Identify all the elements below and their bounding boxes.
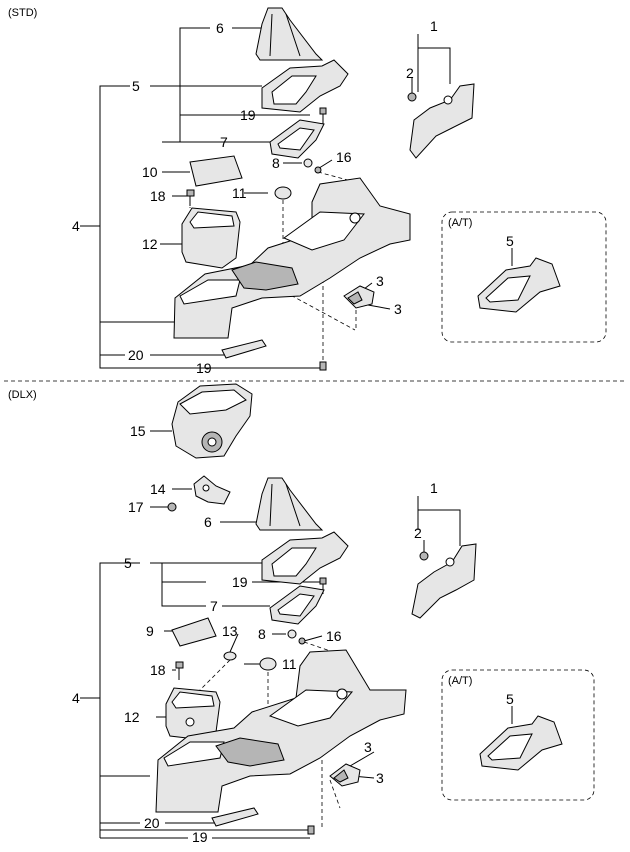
armrest-15 — [171, 383, 253, 459]
shift-panel-5-dlx — [261, 531, 349, 585]
screw-16-dlx — [298, 637, 306, 645]
callout-16-dlx: 16 — [326, 628, 342, 644]
clips-3-dlx — [329, 763, 361, 787]
screw-18-dlx — [175, 661, 184, 680]
pad-9 — [171, 617, 217, 647]
bolt-17 — [167, 502, 177, 512]
callout-8-std: 8 — [272, 155, 280, 171]
callout-1-std: 1 — [430, 18, 438, 34]
tray-12 — [181, 207, 241, 269]
at-label-dlx: (A/T) — [448, 675, 472, 687]
trim-7-dlx — [269, 585, 325, 625]
clip-2-dlx — [419, 551, 429, 561]
callout-20-dlx: 20 — [144, 815, 160, 831]
grommet-13 — [223, 651, 237, 661]
shift-panel-5 — [261, 59, 349, 113]
callout-17-dlx: 17 — [128, 499, 144, 515]
callout-16-std: 16 — [336, 149, 352, 165]
callout-3a-std: 3 — [376, 273, 384, 289]
trim-7 — [269, 119, 325, 159]
callout-12-std: 12 — [142, 236, 158, 252]
tray-12-dlx — [165, 687, 221, 741]
callout-11-dlx: 11 — [282, 656, 297, 672]
callout-19-std: 19 — [240, 107, 256, 123]
callout-2-std: 2 — [406, 65, 414, 81]
section-label-dlx: (DLX) — [8, 389, 37, 401]
callout-14-dlx: 14 — [150, 481, 166, 497]
callout-15-dlx: 15 — [130, 423, 146, 439]
at-label-std: (A/T) — [448, 217, 472, 229]
callout-6-std: 6 — [216, 20, 224, 36]
callout-20-std: 20 — [128, 347, 144, 363]
callout-5-std: 5 — [132, 78, 140, 94]
at-inset-std — [441, 211, 607, 343]
at-panel-5-dlx — [479, 715, 563, 771]
callout-19b-dlx: 19 — [192, 829, 208, 845]
callout-18-dlx: 18 — [150, 662, 166, 678]
console-4-dlx — [155, 649, 407, 813]
callout-12-dlx: 12 — [124, 709, 140, 725]
callout-4-std: 4 — [72, 218, 80, 234]
callout-13-dlx: 13 — [222, 623, 238, 639]
callout-8-dlx: 8 — [258, 626, 266, 642]
callout-19b-std: 19 — [196, 360, 212, 376]
callout-4-dlx: 4 — [72, 690, 80, 706]
callout-5-at-dlx: 5 — [506, 691, 514, 707]
bolt-19b — [319, 361, 327, 371]
bolt-19b-dlx — [307, 825, 315, 835]
section-label-std: (STD) — [8, 7, 37, 19]
mat-20 — [221, 339, 267, 359]
callout-2-dlx: 2 — [414, 525, 422, 541]
screw-16 — [314, 166, 322, 174]
mat-20-dlx — [211, 807, 259, 827]
callout-3b-std: 3 — [394, 301, 402, 317]
cap-11-dlx — [259, 657, 277, 671]
clips-3 — [343, 285, 375, 309]
callout-7-dlx: 7 — [210, 598, 218, 614]
pad-10 — [189, 155, 243, 187]
at-inset-dlx — [441, 669, 595, 801]
bracket-1-dlx — [411, 543, 477, 619]
callout-9-dlx: 9 — [146, 623, 154, 639]
screw-18 — [186, 189, 195, 206]
callout-5-at-std: 5 — [506, 233, 514, 249]
dlx-leader-lines — [80, 430, 461, 831]
callout-5-dlx: 5 — [124, 555, 132, 571]
hinge-14 — [193, 475, 231, 505]
cap-11 — [274, 186, 292, 200]
callout-19-dlx: 19 — [232, 574, 248, 590]
bolt-19 — [319, 107, 327, 124]
plug-8 — [303, 158, 313, 168]
gear-boot-6-dlx — [255, 477, 324, 531]
callout-6-dlx: 6 — [204, 514, 212, 530]
callout-1-dlx: 1 — [430, 480, 438, 496]
callout-18-std: 18 — [150, 188, 166, 204]
gear-boot-6 — [255, 7, 324, 61]
plug-8-dlx — [287, 629, 297, 639]
callout-3b-dlx: 3 — [376, 770, 384, 786]
std-leader-lines — [80, 27, 451, 369]
clip-2 — [407, 92, 417, 102]
callout-11-std: 11 — [232, 185, 247, 201]
bracket-1 — [409, 83, 475, 159]
callout-10-std: 10 — [142, 164, 158, 180]
console-4 — [173, 177, 411, 339]
callout-7-std: 7 — [220, 134, 228, 150]
callout-3a-dlx: 3 — [364, 739, 372, 755]
at-panel-5-std — [477, 257, 561, 313]
